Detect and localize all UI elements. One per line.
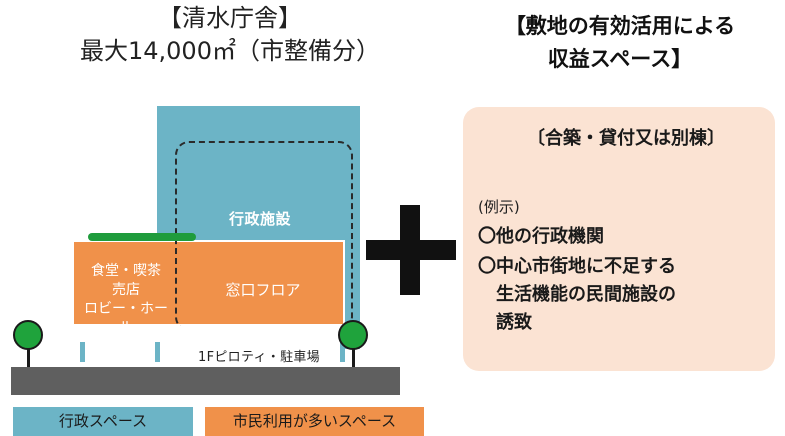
piloti-parking-label: 1Fピロティ・駐車場: [198, 350, 320, 365]
panel-item: 生活機能の民間施設の: [478, 284, 676, 305]
dashed-outline: [175, 141, 353, 331]
panel-item: 〇他の行政機関: [478, 226, 604, 247]
ground-strip: [11, 367, 400, 395]
plus-icon-bar: [366, 240, 456, 260]
citizen-use-block: [72, 240, 345, 326]
window-floor-label: 窓口フロア: [225, 281, 301, 299]
title-line-2: 最大14,000㎡（市整備分）: [80, 37, 380, 65]
green-roof-bar: [88, 233, 196, 241]
legend-citizen-space: 市民利用が多いスペース: [205, 407, 424, 436]
revenue-space-title: 【敷地の有効活用による 収益スペース】: [470, 10, 770, 76]
admin-facility-label: 行政施設: [228, 210, 291, 228]
piloti-band: [72, 326, 345, 370]
right-title-line-1: 【敷地の有効活用による: [504, 14, 736, 38]
pillar: [80, 342, 85, 362]
pillar: [340, 342, 345, 362]
tree-trunk: [352, 336, 355, 370]
revenue-space-panel: [463, 107, 775, 371]
example-label: (例示): [478, 198, 520, 216]
canteen-line-1: 食堂・喫茶: [91, 263, 161, 279]
pillar: [155, 342, 160, 362]
right-title-line-2: 収益スペース】: [547, 47, 693, 71]
panel-item: 〇中心市街地に不足する: [478, 256, 676, 277]
tree-icon: [338, 320, 368, 350]
panel-item: 誘致: [478, 312, 532, 333]
panel-heading: 〔合築・貸付又は別棟〕: [527, 128, 725, 149]
canteen-line-2: 売店: [112, 282, 140, 298]
title-line-1: 【清水庁舎】: [158, 4, 302, 32]
tree-icon: [13, 320, 43, 350]
shimizu-office-title: 【清水庁舎】 最大14,000㎡（市整備分）: [55, 2, 405, 68]
tree-trunk: [27, 336, 30, 370]
legend-admin-space: 行政スペース: [13, 407, 193, 436]
